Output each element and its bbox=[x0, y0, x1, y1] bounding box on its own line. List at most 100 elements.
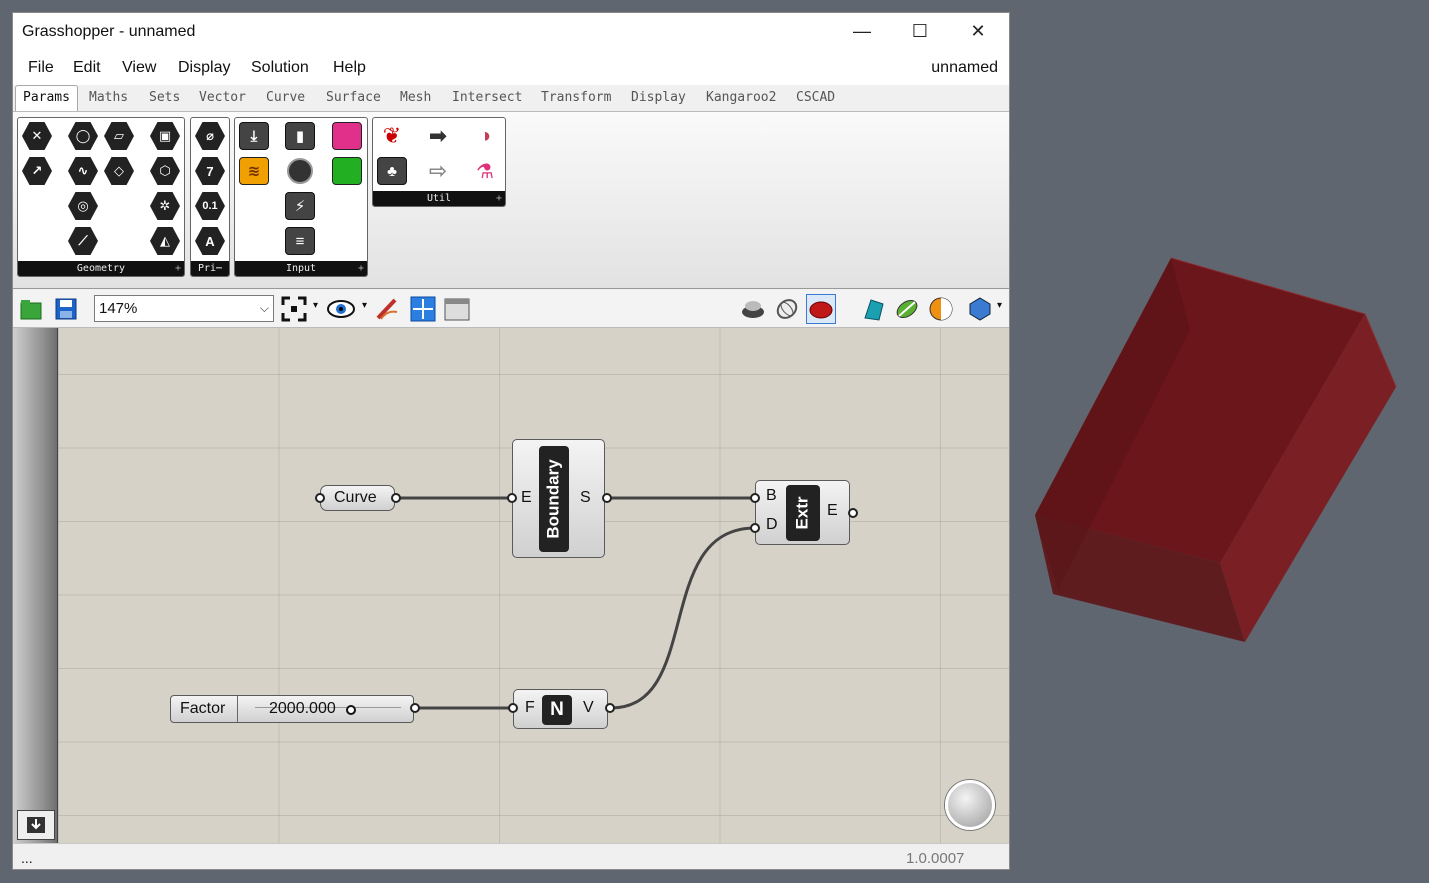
expand-util-icon[interactable]: + bbox=[495, 193, 502, 204]
boundary-surfaces-node[interactable]: E Boundary S bbox=[512, 439, 605, 558]
slider-icon[interactable] bbox=[332, 122, 362, 150]
extrude-base-port[interactable] bbox=[750, 493, 760, 503]
decimal-param-icon[interactable]: 0.1 bbox=[195, 192, 225, 220]
list-icon[interactable]: ≡ bbox=[285, 227, 315, 255]
unit-z-input-port[interactable] bbox=[508, 703, 518, 713]
document-name[interactable]: unnamed bbox=[931, 59, 998, 76]
tab-display[interactable]: Display bbox=[631, 90, 686, 105]
primitive-panel-label[interactable]: Pri⋯ bbox=[191, 261, 229, 276]
unit-z-node[interactable]: F N V bbox=[513, 689, 608, 729]
tab-maths[interactable]: Maths bbox=[89, 90, 129, 105]
display-selected-icon[interactable] bbox=[806, 294, 836, 324]
geometry-panel-label[interactable]: Geometry + bbox=[18, 261, 184, 276]
zoom-extents-icon[interactable] bbox=[279, 294, 309, 324]
vector-param-icon[interactable]: ↗ bbox=[22, 157, 52, 185]
preview-eye-icon[interactable] bbox=[326, 294, 356, 324]
text-param-icon[interactable]: A bbox=[195, 227, 225, 255]
expand-geometry-icon[interactable]: + bbox=[174, 263, 181, 274]
tab-mesh[interactable]: Mesh bbox=[400, 90, 432, 105]
brep-param-icon[interactable]: ⬡ bbox=[150, 157, 180, 185]
button-icon[interactable] bbox=[285, 157, 315, 185]
flask-icon[interactable]: ⚗ bbox=[476, 160, 494, 183]
menu-help[interactable]: Help bbox=[333, 59, 366, 76]
surface-param-icon[interactable]: ▱ bbox=[104, 122, 134, 150]
circle-param-icon[interactable]: ◯ bbox=[68, 122, 98, 150]
tab-surface[interactable]: Surface bbox=[326, 90, 381, 105]
open-file-icon[interactable] bbox=[16, 294, 46, 324]
menu-file[interactable]: File bbox=[28, 59, 54, 76]
zoom-extents-dropdown-icon[interactable]: ▾ bbox=[313, 300, 319, 311]
solid-preview-icon[interactable] bbox=[965, 294, 995, 324]
solid-preview-dropdown-icon[interactable]: ▾ bbox=[997, 300, 1003, 311]
tab-intersect[interactable]: Intersect bbox=[452, 90, 523, 105]
boundary-input-port[interactable] bbox=[507, 493, 517, 503]
maximize-button[interactable]: ☐ bbox=[891, 13, 949, 51]
zoom-dropdown[interactable]: 147% ⌵ bbox=[94, 295, 274, 322]
integer-param-icon[interactable]: 7 bbox=[195, 157, 225, 185]
tab-vector[interactable]: Vector bbox=[199, 90, 246, 105]
material-preview-icon[interactable] bbox=[926, 294, 956, 324]
input-panel-label[interactable]: Input + bbox=[235, 261, 367, 276]
mesh-param-icon[interactable]: ✲ bbox=[150, 192, 180, 220]
data-dam-icon[interactable]: ◑ bbox=[478, 124, 492, 147]
preview-mesh-icon[interactable] bbox=[892, 294, 922, 324]
align-tool-icon[interactable] bbox=[408, 294, 438, 324]
slider-track[interactable] bbox=[255, 707, 401, 708]
arrow-right-icon[interactable]: ➡ bbox=[428, 123, 448, 148]
curve-output-port[interactable] bbox=[391, 493, 401, 503]
display-wireframe-icon[interactable] bbox=[772, 294, 802, 324]
tab-curve[interactable]: Curve bbox=[266, 90, 306, 105]
slider-grip[interactable] bbox=[346, 705, 356, 715]
menu-display[interactable]: Display bbox=[178, 59, 231, 76]
tree-icon[interactable]: ♣ bbox=[377, 157, 407, 185]
canvas-widget-icon[interactable] bbox=[442, 294, 472, 324]
tab-transform[interactable]: Transform bbox=[541, 90, 612, 105]
tab-sets[interactable]: Sets bbox=[149, 90, 181, 105]
rhino-viewport[interactable] bbox=[1010, 0, 1429, 883]
definition-canvas[interactable]: Curve E Boundary S B D Extr E bbox=[13, 328, 1009, 843]
curve-param-node[interactable]: Curve bbox=[320, 485, 395, 511]
slider-output-port[interactable] bbox=[410, 703, 420, 713]
extrude-node[interactable]: B D Extr E bbox=[755, 480, 850, 545]
tab-kangaroo2[interactable]: Kangaroo2 bbox=[706, 90, 777, 105]
box-param-icon[interactable]: ▣ bbox=[150, 122, 180, 150]
curve-param-icon[interactable]: ∿ bbox=[68, 157, 98, 185]
canvas-download-icon[interactable] bbox=[17, 810, 55, 840]
circular-arc-param-icon[interactable]: ◎ bbox=[68, 192, 98, 220]
cherry-picker-icon[interactable]: ❦ bbox=[382, 123, 402, 148]
plane-param-icon[interactable]: ◇ bbox=[104, 157, 134, 185]
factor-slider[interactable]: Factor 2000.000 bbox=[170, 695, 414, 723]
gradient-icon[interactable]: ⚡ bbox=[285, 192, 315, 220]
line-param-icon[interactable]: ⟋ bbox=[68, 227, 98, 255]
grasshopper-window: Grasshopper - unnamed — ☐ ✕ File Edit Vi… bbox=[12, 12, 1010, 870]
minimize-button[interactable]: — bbox=[833, 13, 891, 51]
extrude-direction-port[interactable] bbox=[750, 523, 760, 533]
arrow-outline-icon[interactable]: ⇨ bbox=[428, 158, 448, 183]
tab-cscad[interactable]: CSCAD bbox=[796, 90, 836, 105]
menu-edit[interactable]: Edit bbox=[73, 59, 101, 76]
data-input-icon[interactable]: ⤓ bbox=[239, 122, 269, 150]
number-param-icon[interactable]: ⌀ bbox=[195, 122, 225, 150]
sketch-tool-icon[interactable] bbox=[373, 294, 403, 324]
preview-dropdown-icon[interactable]: ▾ bbox=[362, 300, 368, 311]
point-param-icon[interactable]: ✕ bbox=[22, 122, 52, 150]
display-shaded-icon[interactable] bbox=[738, 294, 768, 324]
extrude-output-port[interactable] bbox=[848, 508, 858, 518]
expand-input-icon[interactable]: + bbox=[357, 263, 364, 274]
curve-input-port[interactable] bbox=[315, 493, 325, 503]
toggle-icon[interactable]: ▮ bbox=[285, 122, 315, 150]
save-file-icon[interactable] bbox=[51, 294, 81, 324]
util-panel: ❦ ➡ ◑ ♣ ⇨ ⚗ Util + bbox=[372, 117, 506, 207]
tab-params[interactable]: Params bbox=[15, 85, 78, 112]
menu-view[interactable]: View bbox=[122, 59, 157, 76]
menu-solution[interactable]: Solution bbox=[251, 59, 309, 76]
graph-mapper-icon[interactable]: ≋ bbox=[239, 157, 269, 185]
bake-icon[interactable] bbox=[859, 294, 889, 324]
unit-z-output-port[interactable] bbox=[605, 703, 615, 713]
util-panel-label[interactable]: Util + bbox=[373, 191, 505, 206]
geometry-param-icon[interactable]: ◭ bbox=[150, 227, 180, 255]
colour-swatch-icon[interactable] bbox=[332, 157, 362, 185]
boundary-output-port[interactable] bbox=[602, 493, 612, 503]
close-button[interactable]: ✕ bbox=[949, 13, 1007, 51]
navigation-compass-icon[interactable] bbox=[945, 780, 995, 830]
